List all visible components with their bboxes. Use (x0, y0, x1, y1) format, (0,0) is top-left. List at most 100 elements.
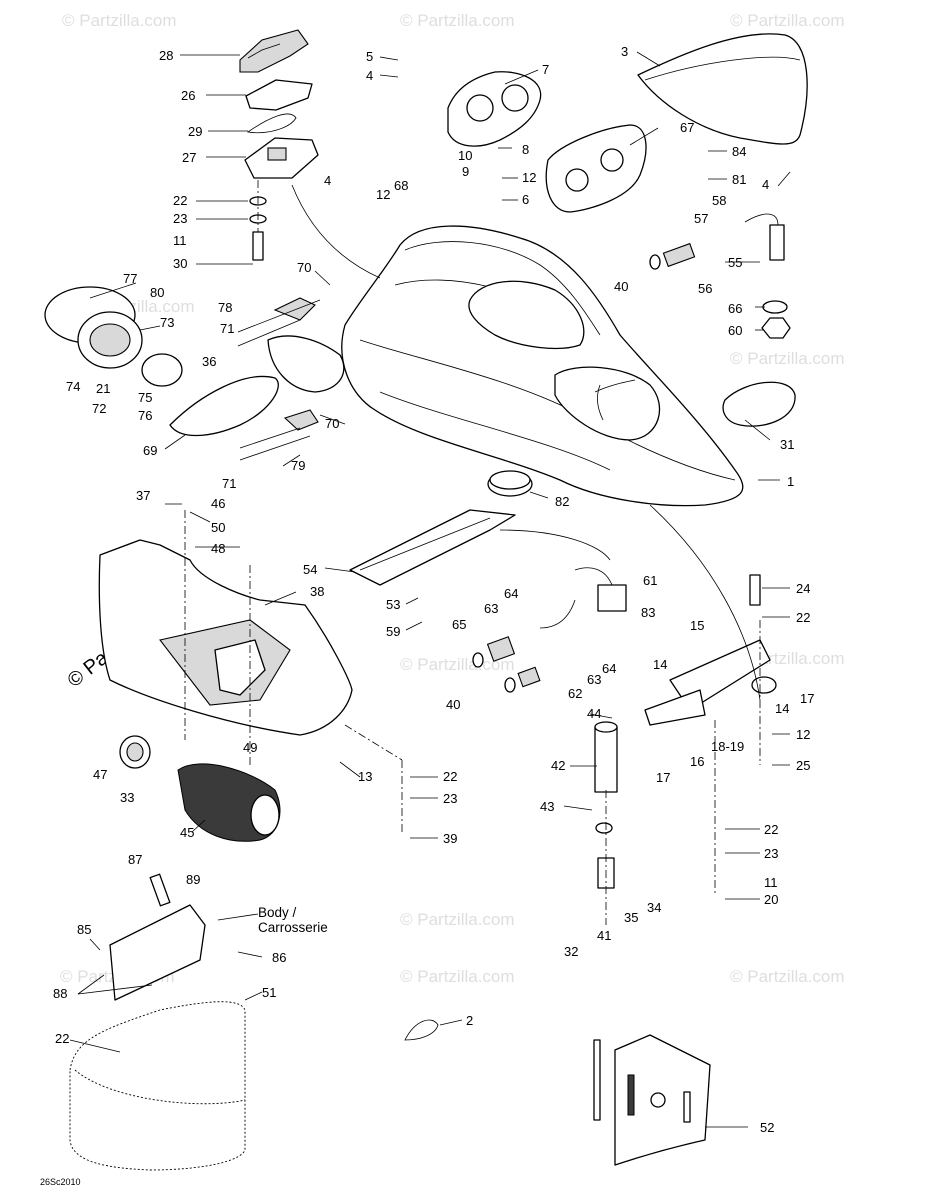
callout-57: 57 (694, 211, 708, 226)
callout-59: 59 (386, 624, 400, 639)
callout-62: 62 (568, 686, 582, 701)
callout-38: 38 (310, 584, 324, 599)
callout-34: 34 (647, 900, 661, 915)
callout-40-top: 40 (614, 279, 628, 294)
windshield-part-3 (637, 33, 808, 145)
tool-kit-part-52 (593, 1034, 711, 1166)
watermark: © Partzilla.com (400, 655, 515, 674)
callout-70-top: 70 (297, 260, 311, 275)
callout-89: 89 (186, 872, 200, 887)
mirror-group (44, 286, 345, 461)
callout-leaders (69, 51, 791, 1128)
callout-labels: 28 26 29 27 22 23 11 30 5 4 7 3 67 10 8 … (40, 44, 814, 1187)
callout-71-bottom: 71 (222, 476, 236, 491)
tie-strap-part-2 (404, 1019, 439, 1041)
callout-77: 77 (123, 271, 137, 286)
callout-41: 41 (597, 928, 611, 943)
watermark: © Partzilla.com (730, 349, 845, 368)
callout-17-right: 17 (800, 691, 814, 706)
callout-17-left: 17 (656, 770, 670, 785)
callout-87: 87 (128, 852, 142, 867)
callout-4-right: 4 (762, 177, 769, 192)
watermark: © Partzilla.com (400, 967, 515, 986)
callout-26: 26 (181, 88, 195, 103)
glove-box-door (109, 873, 206, 1001)
callout-58: 58 (712, 193, 726, 208)
callout-10: 10 (458, 148, 472, 163)
callout-46: 46 (211, 496, 225, 511)
steering-housing-part-27 (244, 137, 319, 179)
callout-37: 37 (136, 488, 150, 503)
callout-22-right-mid: 22 (764, 822, 778, 837)
callout-39: 39 (443, 831, 457, 846)
callout-11: 11 (173, 233, 187, 248)
callout-4-mid: 4 (324, 173, 331, 188)
callout-64-bottom: 64 (602, 661, 616, 676)
storage-tray-part-38 (98, 539, 353, 736)
callout-52: 52 (760, 1120, 774, 1135)
callout-81: 81 (732, 172, 746, 187)
callout-6: 6 (522, 192, 529, 207)
callout-32: 32 (564, 944, 578, 959)
callout-66: 66 (728, 301, 742, 316)
callout-35: 35 (624, 910, 638, 925)
callout-82: 82 (555, 494, 569, 509)
callout-64-top: 64 (504, 586, 518, 601)
callout-1: 1 (787, 474, 794, 489)
harness-group (472, 567, 627, 693)
callout-86: 86 (272, 950, 286, 965)
callout-12-right: 12 (796, 727, 810, 742)
figure-code: 26Sc2010 (40, 1177, 81, 1187)
watermark: © Partzilla.com (730, 11, 845, 30)
callout-33: 33 (120, 790, 134, 805)
steering-column-group (594, 574, 777, 925)
filler-cap-part-47 (119, 735, 151, 769)
callout-78: 78 (218, 300, 232, 315)
gauge-support-part-67 (545, 124, 647, 213)
callout-76: 76 (138, 408, 152, 423)
callout-69: 69 (143, 443, 157, 458)
callout-18-19: 18-19 (711, 739, 744, 754)
watermark: © Partzilla.com (730, 967, 845, 986)
callout-7: 7 (542, 62, 549, 77)
callout-24: 24 (796, 581, 810, 596)
callout-5: 5 (366, 49, 373, 64)
callout-85: 85 (77, 922, 91, 937)
seal-ring-part-82 (487, 470, 533, 497)
callout-50: 50 (211, 520, 225, 535)
callout-73: 73 (160, 315, 174, 330)
callout-51: 51 (262, 985, 276, 1000)
callout-75: 75 (138, 390, 152, 405)
callout-79: 79 (291, 458, 305, 473)
callout-72: 72 (92, 401, 106, 416)
callout-23-mid: 23 (443, 791, 457, 806)
callout-20: 20 (764, 892, 778, 907)
callout-27: 27 (182, 150, 196, 165)
callout-74: 74 (66, 379, 80, 394)
latch-plate-part-54 (349, 509, 516, 586)
callout-28: 28 (159, 48, 173, 63)
callout-22-bottom: 22 (55, 1031, 69, 1046)
callout-23: 23 (173, 211, 187, 226)
callout-53: 53 (386, 597, 400, 612)
callout-88: 88 (53, 986, 67, 1001)
handle-cover-part-28 (239, 29, 309, 73)
sensor-connector-group (649, 213, 791, 339)
callout-16: 16 (690, 754, 704, 769)
callout-40-mid: 40 (446, 697, 460, 712)
body-label-line1: Body / (258, 905, 297, 920)
washers-bolts-stack (249, 180, 267, 261)
callout-68: 68 (394, 178, 408, 193)
callout-42: 42 (551, 758, 565, 773)
callout-30: 30 (173, 256, 187, 271)
callout-36: 36 (202, 354, 216, 369)
callout-25: 25 (796, 758, 810, 773)
callout-71-top: 71 (220, 321, 234, 336)
callout-44: 44 (587, 706, 601, 721)
body-label-line2: Carrosserie (258, 920, 328, 935)
callout-22-mid: 22 (443, 769, 457, 784)
callout-63-bottom: 63 (587, 672, 601, 687)
callout-22-right-top: 22 (796, 610, 810, 625)
